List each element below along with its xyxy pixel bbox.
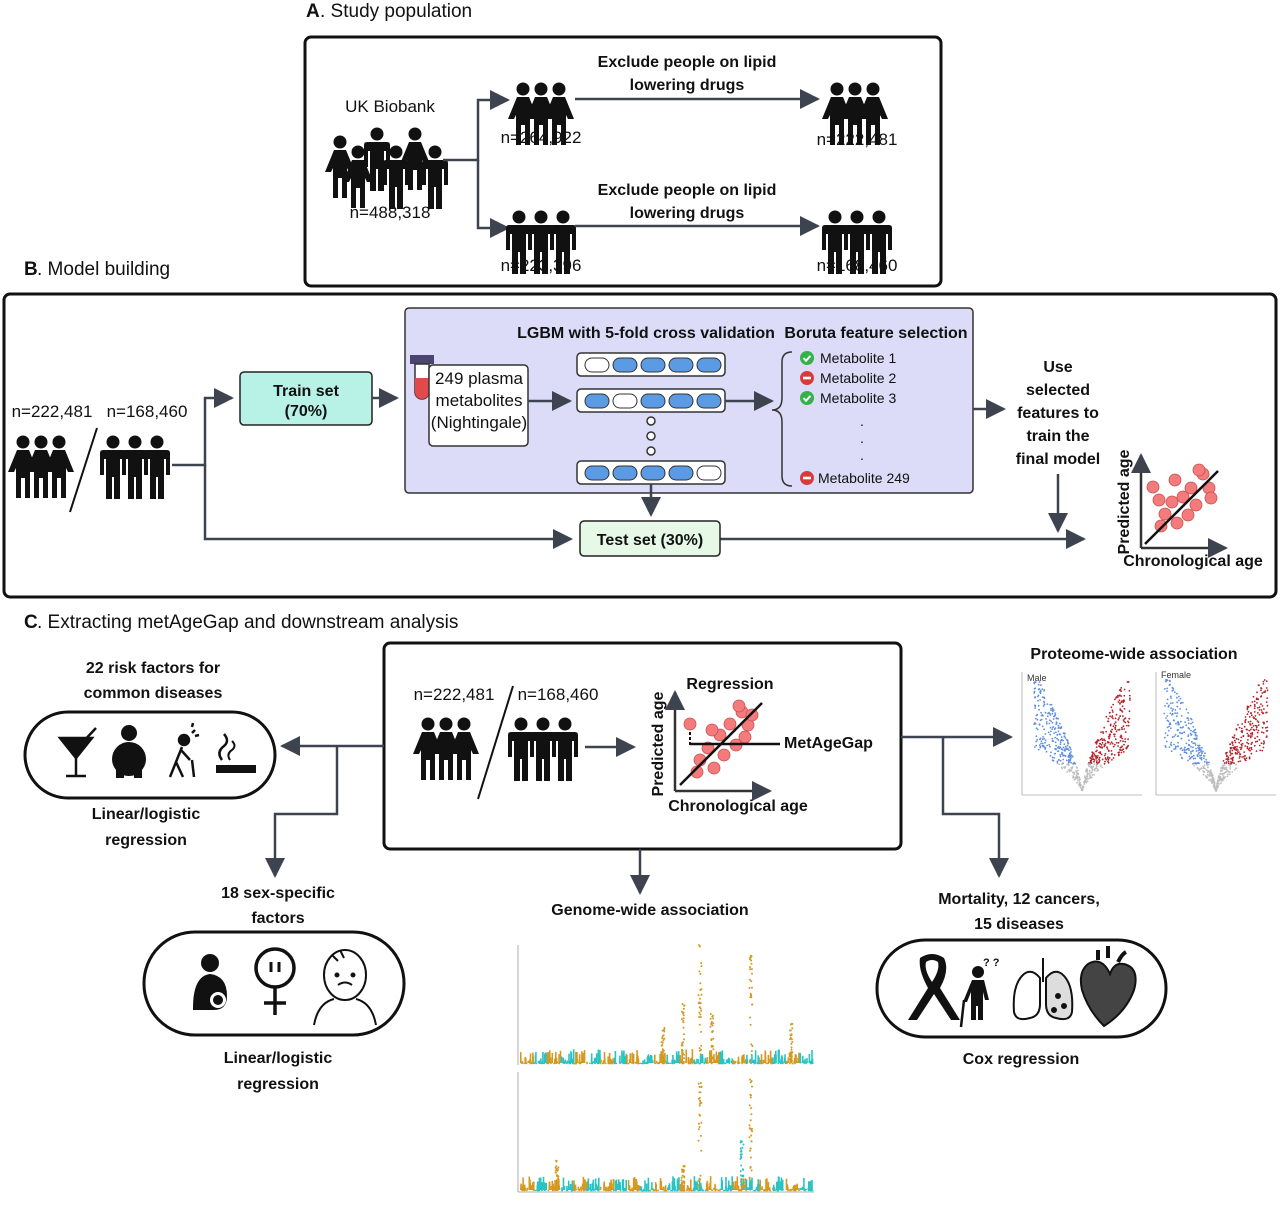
- n-total: n=488,318: [350, 203, 431, 222]
- use-line1: Use: [1043, 359, 1072, 376]
- exclude-bottom-line1: Exclude people on lipid: [598, 182, 777, 199]
- headache-icon: [313, 949, 377, 1026]
- sex-method-line1: Linear/logistic: [224, 1050, 333, 1067]
- cox-label: Cox regression: [963, 1051, 1079, 1068]
- use-line4: train the: [1026, 428, 1089, 445]
- heart-icon: [1079, 946, 1137, 1028]
- arrow-to-test: [203, 465, 573, 549]
- cocktail-icon: [57, 727, 97, 778]
- proteome-label: Proteome-wide association: [1030, 646, 1237, 663]
- risk-line1: 22 risk factors for: [86, 660, 220, 677]
- volcano-male-label: Male: [1027, 673, 1047, 683]
- boruta-brace: [771, 351, 793, 487]
- lgbm-label: LGBM with 5-fold cross validation: [517, 325, 775, 342]
- b-scatter-plot: [1131, 453, 1228, 558]
- risk-line2: common diseases: [84, 685, 223, 702]
- c-plot-ylabel: Predicted age: [650, 691, 667, 796]
- n-male-final: n=168,460: [817, 256, 898, 275]
- fold-row-2: [576, 388, 726, 413]
- volcano-female-label: Female: [1161, 670, 1191, 680]
- exclude-top-line2: lowering drugs: [630, 77, 745, 94]
- b-n-female: n=222,481: [12, 402, 93, 421]
- metab-line3: (Nightingale): [431, 413, 527, 432]
- minus-icon: [800, 371, 814, 385]
- metabolite-249: Metabolite 249: [818, 470, 910, 486]
- test-label: Test set (30%): [597, 532, 703, 549]
- risk-method-line2: regression: [105, 832, 187, 849]
- risk-method-line1: Linear/logistic: [92, 806, 201, 823]
- ellipsis-dot-3: .: [860, 447, 864, 463]
- fold-ellipsis: [646, 416, 656, 456]
- manhattan-plot: [517, 944, 814, 1193]
- section-a-letter: A: [306, 1, 320, 22]
- use-line3: features to: [1017, 405, 1099, 422]
- fold-row-5: [576, 460, 726, 485]
- female-symbol-icon: [254, 947, 296, 1015]
- b-slash: [69, 427, 98, 513]
- metabolite-3: Metabolite 3: [820, 390, 896, 406]
- cigarette-icon: [216, 733, 256, 773]
- mort-line1: Mortality, 12 cancers,: [938, 891, 1100, 908]
- test-set-box: [579, 520, 721, 557]
- metagegap-label: MetAgeGap: [784, 735, 873, 752]
- sex-method-line2: regression: [237, 1076, 319, 1093]
- arrow-to-sex: [265, 746, 339, 878]
- b-plot-ylabel: Predicted age: [1116, 449, 1133, 554]
- volcano-plot-male: [1021, 672, 1142, 796]
- ellipsis-dot-1: .: [860, 413, 864, 429]
- arrow-split-top: [443, 90, 510, 162]
- arrow-to-train: [172, 388, 234, 467]
- n-female: n=264,922: [501, 128, 582, 147]
- metabolite-1: Metabolite 1: [820, 350, 896, 366]
- metab-line2: metabolites: [436, 391, 523, 410]
- check-icon: [799, 350, 815, 366]
- elderly-icon: [168, 722, 200, 778]
- b-n-male: n=168,460: [107, 402, 188, 421]
- c-scatter-plot: [665, 690, 780, 801]
- check-icon: [799, 390, 815, 406]
- exclude-top-line1: Exclude people on lipid: [598, 54, 777, 71]
- gwas-label: Genome-wide association: [551, 902, 748, 919]
- cancer-ribbon-icon: [908, 954, 960, 1020]
- c-n-male: n=168,460: [518, 685, 599, 704]
- ellipsis-dot-2: .: [860, 430, 864, 446]
- use-line2: selected: [1026, 382, 1090, 399]
- n-female-final: n=222,481: [817, 130, 898, 149]
- lungs-icon: [1012, 958, 1074, 1021]
- use-line5: final model: [1016, 451, 1100, 468]
- minus-icon: [800, 471, 814, 485]
- arrow-split-bottom: [476, 160, 510, 238]
- section-a-title: . Study population: [320, 1, 472, 22]
- metab-line1: 249 plasma: [435, 369, 523, 388]
- source-label: UK Biobank: [345, 97, 435, 116]
- c-slash: [477, 685, 514, 800]
- b-plot-xlabel: Chronological age: [1123, 553, 1263, 570]
- exclude-bottom-line2: lowering drugs: [630, 205, 745, 222]
- volcano-plot-female: [1155, 672, 1276, 796]
- dementia-icon: ? ?: [959, 957, 1000, 1028]
- risk-factors-box: [23, 710, 277, 800]
- metabolites-box: [428, 364, 529, 447]
- svg-text:? ?: ? ?: [983, 957, 1000, 969]
- train-line2: (70%): [285, 403, 328, 420]
- metabolite-2: Metabolite 2: [820, 370, 896, 386]
- boruta-label: Boruta feature selection: [784, 325, 967, 342]
- n-male: n=223,396: [501, 256, 582, 275]
- breastfeeding-icon: [193, 954, 227, 1010]
- c-n-female: n=222,481: [414, 685, 495, 704]
- section-b-title: . Model building: [37, 259, 170, 280]
- sex-line1: 18 sex-specific: [221, 885, 335, 902]
- sex-line2: factors: [251, 910, 304, 927]
- train-line1: Train set: [273, 383, 339, 400]
- arrow-to-mortality: [941, 737, 1009, 878]
- section-b-letter: B: [24, 259, 38, 280]
- fold-row-1: [576, 352, 726, 377]
- regression-label: Regression: [686, 676, 773, 693]
- section-c-title: . Extracting metAgeGap and downstream an…: [37, 612, 458, 633]
- c-plot-xlabel: Chronological age: [668, 798, 808, 815]
- obesity-icon: [112, 725, 146, 778]
- mort-line2: 15 diseases: [974, 916, 1064, 933]
- section-c-letter: C: [24, 612, 38, 633]
